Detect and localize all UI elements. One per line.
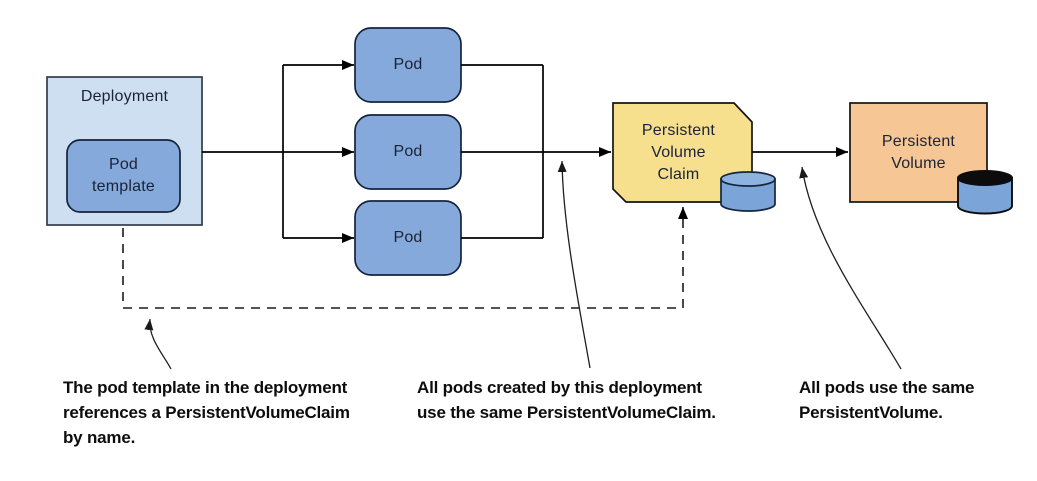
persistent-volume-claim-label: Persistent Volume Claim (641, 121, 716, 183)
pv-volume-cylinder-icon (957, 170, 1013, 215)
pod-label-2: Pod (393, 143, 423, 160)
caption3-pointer-arrow (799, 166, 902, 370)
pod-template-box (66, 139, 181, 213)
pod-template-label: Pod template (92, 156, 155, 195)
caption2-pointer-arrow (557, 160, 591, 369)
caption1-pointer-arrow (144, 318, 172, 370)
caption-pod-template-references-pvc: The pod template in the deployment refer… (63, 378, 350, 447)
pod-label-1: Pod (393, 56, 423, 73)
caption-pods-use-same-pv: All pods use the same PersistentVolume. (799, 378, 975, 422)
pvc-volume-cylinder-icon (720, 171, 776, 212)
persistent-volume-label: Persistent Volume (881, 132, 956, 172)
pod-label-3: Pod (393, 229, 423, 246)
caption-pods-use-same-pvc: All pods created by this deployment use … (417, 378, 716, 422)
deployment-label: Deployment (80, 88, 169, 105)
dashed-reference-connector (122, 207, 688, 309)
